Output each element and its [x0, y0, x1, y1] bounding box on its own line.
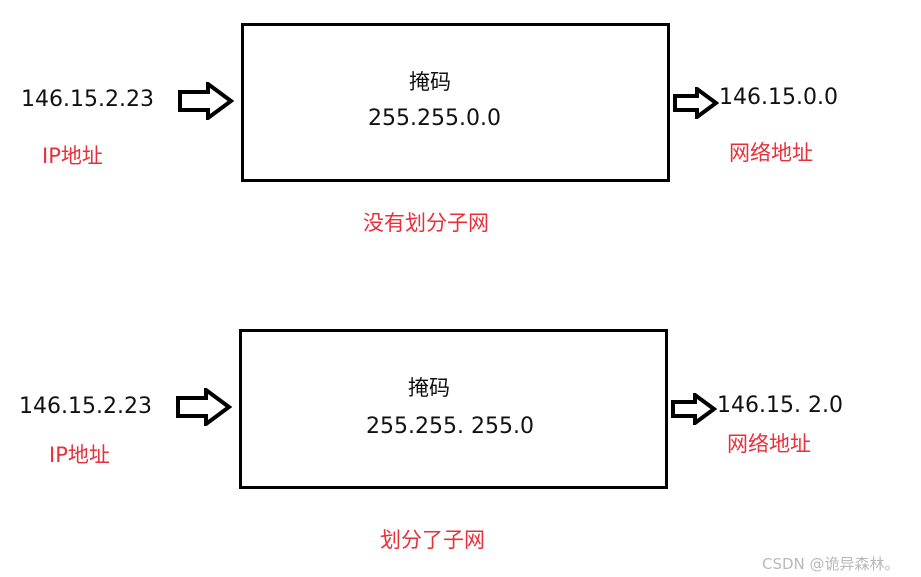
input-ip-address: 146.15.2.23: [19, 394, 152, 419]
output-network-label: 网络地址: [729, 141, 813, 165]
mask-title: 掩码: [409, 70, 451, 94]
right-arrow-icon: [178, 82, 234, 120]
mask-box: 掩码 255.255. 255.0: [239, 329, 668, 489]
output-network-address: 146.15. 2.0: [717, 393, 843, 418]
input-ip-address: 146.15.2.23: [21, 87, 154, 112]
right-arrow-icon: [671, 393, 717, 425]
mask-title: 掩码: [408, 376, 450, 400]
caption-subnet: 划分了子网: [380, 528, 485, 552]
watermark: CSDN @诡异森林。: [762, 555, 900, 573]
output-network-label: 网络地址: [727, 432, 811, 456]
mask-value: 255.255. 255.0: [366, 414, 534, 439]
input-ip-label: IP地址: [42, 144, 103, 168]
mask-value: 255.255.0.0: [368, 106, 501, 131]
output-network-address: 146.15.0.0: [719, 85, 838, 110]
right-arrow-icon: [176, 388, 232, 426]
caption-no-subnet: 没有划分子网: [363, 211, 489, 235]
input-ip-label: IP地址: [49, 443, 110, 467]
mask-box: 掩码 255.255.0.0: [241, 23, 670, 182]
right-arrow-icon: [673, 87, 719, 119]
